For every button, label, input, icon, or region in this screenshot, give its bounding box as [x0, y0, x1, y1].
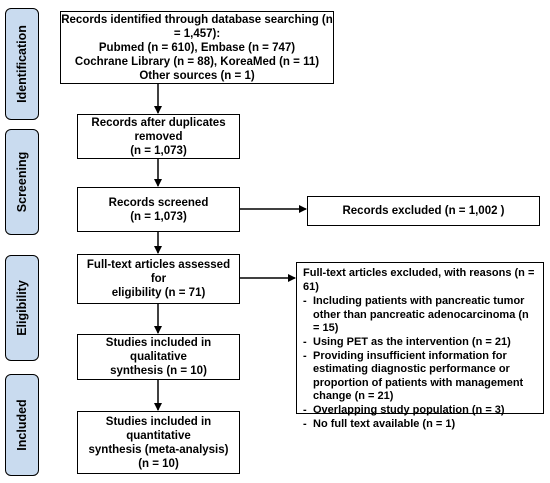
exclusion-reasons-list: Including patients with pancreatic tumor…	[303, 295, 537, 431]
stage-included: Included	[5, 374, 39, 476]
exclusion-reason: No full text available (n = 1)	[303, 418, 537, 432]
duplicates-line-2: (n = 1,073)	[130, 144, 187, 157]
qualitative-line-2: synthesis (n = 10)	[110, 365, 207, 377]
exclusion-reason: Overlapping study population (n = 3)	[303, 404, 537, 418]
stage-screening: Screening	[5, 129, 39, 235]
records-screened-box: Records screened (n = 1,073)	[77, 187, 240, 232]
stage-identification: Identification	[5, 8, 39, 120]
identification-box: Records identified through database sear…	[60, 11, 334, 84]
duplicates-line-1: Records after duplicates removed	[91, 116, 226, 143]
records-excluded-box: Records excluded (n = 1,002 )	[307, 196, 540, 226]
stage-eligibility: Eligibility	[5, 255, 39, 361]
exclusion-reason: Providing insufficient information for e…	[303, 350, 537, 404]
qualitative-synthesis-box: Studies included in qualitative synthesi…	[77, 334, 240, 380]
exclusion-reason: Including patients with pancreatic tumor…	[303, 295, 537, 336]
fulltext-excluded-box: Full-text articles excluded, with reason…	[296, 262, 544, 431]
identification-line-4: Other sources (n = 1)	[139, 69, 255, 82]
fulltext-assessed-box: Full-text articles assessed for eligibil…	[77, 254, 240, 304]
fulltext-line-1: Full-text articles assessed for	[86, 259, 231, 285]
identification-line-1: Records identified through database sear…	[61, 13, 333, 40]
exclusion-reason: Using PET as the intervention (n = 21)	[303, 336, 537, 350]
fulltext-line-2: eligibility (n = 71)	[111, 287, 206, 299]
quantitative-line-2: synthesis (meta-analysis)	[88, 443, 229, 456]
identification-line-2: Pubmed (n = 610), Embase (n = 747)	[98, 41, 296, 54]
quantitative-line-1: Studies included in quantitative	[105, 415, 212, 442]
screened-line-2: (n = 1,073)	[130, 210, 187, 223]
quantitative-synthesis-box: Studies included in quantitative synthes…	[77, 411, 240, 474]
fulltext-excluded-title: Full-text articles excluded, with reason…	[303, 267, 535, 293]
duplicates-removed-box: Records after duplicates removed (n = 1,…	[77, 114, 240, 159]
quantitative-line-3: (n = 10)	[138, 457, 179, 470]
screened-line-1: Records screened	[108, 196, 209, 209]
records-excluded-label: Records excluded (n = 1,002 )	[342, 205, 505, 217]
qualitative-line-1: Studies included in qualitative	[105, 337, 212, 363]
identification-line-3: Cochrane Library (n = 88), KoreaMed (n =…	[74, 55, 320, 68]
